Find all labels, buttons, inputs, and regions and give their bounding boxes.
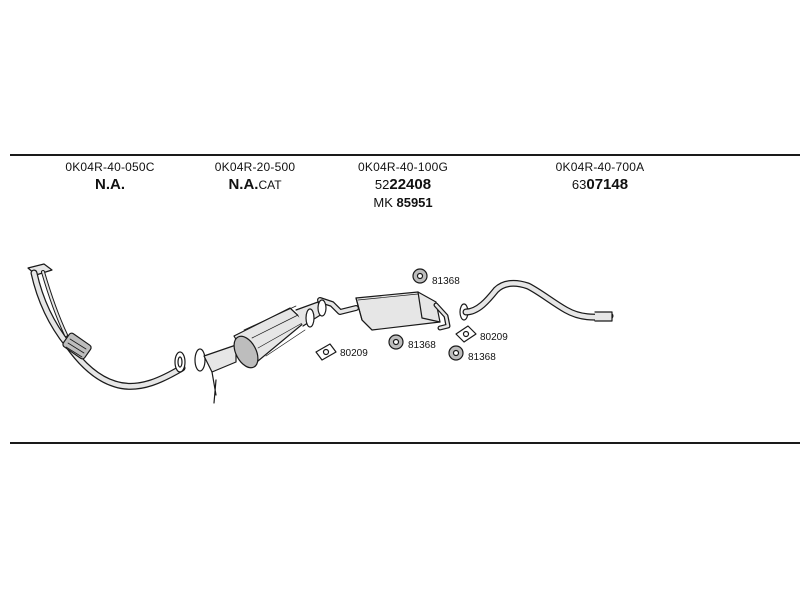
part-number-prefix: 52 bbox=[374, 177, 390, 192]
rubber-mount-1 bbox=[412, 268, 428, 284]
column-tailpipe: 0K04R-40-700A 6307148 bbox=[525, 160, 675, 193]
bottom-divider bbox=[10, 442, 800, 444]
part-number: 5222408 bbox=[328, 176, 478, 193]
column-catalyst: 0K04R-20-500 N.A.CAT bbox=[180, 160, 330, 193]
oe-number: 0K04R-40-050C bbox=[65, 160, 155, 174]
oe-number: 0K04R-20-500 bbox=[214, 160, 296, 174]
part-number-main: 22408 bbox=[389, 176, 432, 193]
callout-mount-middle: 81368 bbox=[408, 340, 436, 351]
front-pipe bbox=[27, 263, 186, 390]
flange-gasket-1 bbox=[315, 343, 337, 361]
column-front-pipe: 0K04R-40-050C N.A. bbox=[35, 160, 185, 193]
tailpipe bbox=[459, 279, 614, 322]
rubber-mount-2 bbox=[388, 334, 404, 350]
catalyst-converter bbox=[194, 301, 323, 404]
callout-gasket-right: 80209 bbox=[480, 332, 508, 343]
part-number-main: 07148 bbox=[586, 176, 629, 193]
mk-number: MK 85951 bbox=[373, 195, 433, 210]
gasket-2 bbox=[305, 308, 315, 328]
part-number: 6307148 bbox=[525, 176, 675, 193]
callout-mount-bottom: 81368 bbox=[468, 352, 496, 363]
callout-mount-top: 81368 bbox=[432, 276, 460, 287]
rubber-mount-3 bbox=[448, 345, 464, 361]
top-divider bbox=[10, 154, 800, 156]
flange-gasket-2 bbox=[455, 325, 477, 343]
oe-number: 0K04R-40-100G bbox=[358, 160, 448, 174]
oe-number: 0K04R-40-700A bbox=[555, 160, 645, 174]
part-label: N.A.CAT bbox=[228, 176, 282, 193]
part-number-prefix: 63 bbox=[571, 177, 587, 192]
gasket-1 bbox=[174, 351, 186, 373]
part-label: N.A. bbox=[95, 176, 125, 193]
muffler-assembly bbox=[317, 291, 451, 331]
part-label-suffix: CAT bbox=[258, 178, 282, 192]
callout-gasket-left: 80209 bbox=[340, 348, 368, 359]
column-muffler: 0K04R-40-100G 5222408 MK 85951 bbox=[328, 160, 478, 210]
